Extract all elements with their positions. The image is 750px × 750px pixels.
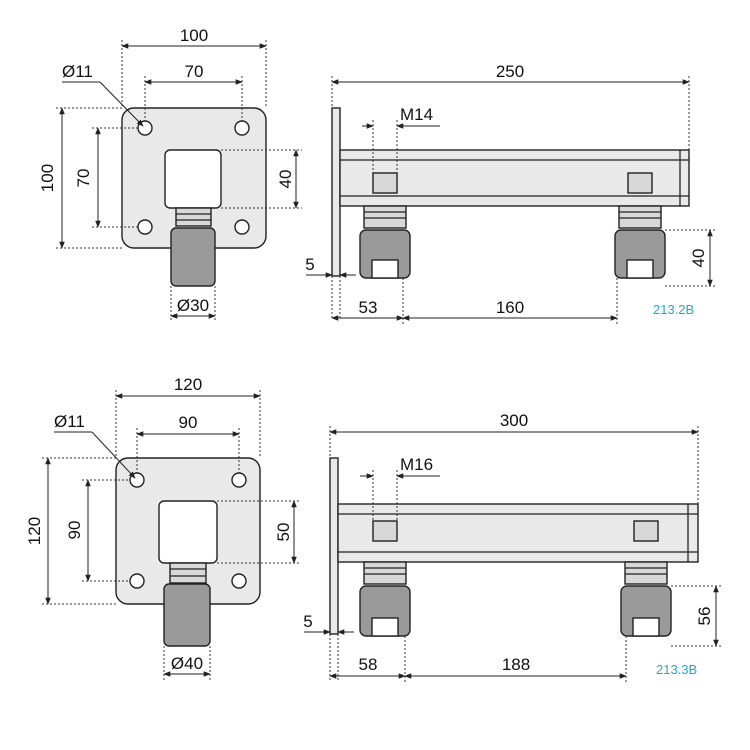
dim-first-wheel-offset: 53 [359,298,378,317]
dim-plate-width: 100 [180,26,208,45]
reference-code: 213.3B [656,662,697,677]
dim-hole-spacing-v: 90 [65,521,84,540]
bolt-nut [618,205,662,229]
mounting-hole [231,472,247,488]
bolt-nut [363,205,407,229]
dim-wheel-height: 40 [689,249,708,268]
nut [175,207,212,227]
dim-wheel-diameter: Ø40 [171,654,203,673]
mounting-hole [234,219,250,235]
side-view-213-2b: 250 M14 5 53 160 40 213.2B [305,62,716,324]
wall-plate [331,107,341,277]
mounting-hole [234,120,250,136]
dim-hole-spacing-h: 70 [185,62,204,81]
wheel [170,227,216,287]
wall-plate [329,457,339,635]
front-view-213-3b: 120 90 Ø11 120 90 50 Ø40 [25,375,300,680]
side-view-213-3b: 300 M16 5 58 188 56 213.3B [303,411,722,682]
bolt-nut [627,172,653,194]
dim-plate-thickness: 5 [305,255,314,274]
dim-wheel-height: 56 [695,607,714,626]
bolt-nut [624,561,668,585]
dim-block-height: 40 [276,170,295,189]
nut [169,562,207,584]
dim-plate-height: 120 [25,517,44,545]
mounting-hole [137,219,153,235]
guide-block [158,500,218,564]
guide-block [164,149,222,209]
dim-arm-length: 300 [500,411,528,430]
mounting-hole [129,573,145,589]
wheel [163,583,211,647]
dim-thread: M16 [400,455,433,474]
dim-first-wheel-offset: 58 [359,655,378,674]
bolt-nut [363,561,407,585]
bolt-nut [633,520,659,542]
dim-wheel-diameter: Ø30 [177,296,209,315]
dim-block-height: 50 [274,523,293,542]
dim-plate-height: 100 [38,164,57,192]
dim-wheel-spacing: 188 [502,655,530,674]
bolt-nut [372,172,398,194]
dim-hole-spacing-h: 90 [179,413,198,432]
dim-wheel-spacing: 160 [496,298,524,317]
dim-hole-diameter: Ø11 [62,62,93,81]
bolt-nut [372,520,398,542]
dim-plate-width: 120 [174,375,202,394]
mounting-hole [231,573,247,589]
dim-hole-diameter: Ø11 [54,412,85,431]
dim-thread: M14 [400,105,433,124]
dim-hole-spacing-v: 70 [74,169,93,188]
reference-code: 213.2B [653,302,694,317]
dim-arm-length: 250 [496,62,524,81]
front-view-213-2b: 100 70 Ø11 100 70 40 Ø30 [38,26,302,322]
dim-plate-thickness: 5 [303,612,312,631]
